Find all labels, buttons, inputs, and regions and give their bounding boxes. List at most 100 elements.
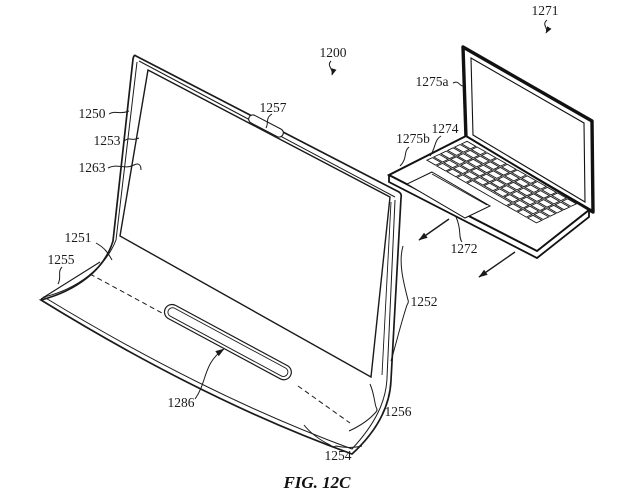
keyboard-key — [456, 153, 473, 162]
keyboard-key — [540, 208, 557, 217]
leader-1275b — [399, 146, 410, 167]
ref-label-1286: 1286 — [168, 395, 195, 410]
keyboard-key — [490, 179, 507, 189]
laptop-trackpad — [405, 171, 492, 219]
keyboard-key — [541, 186, 558, 196]
keyboard-key — [520, 196, 537, 206]
keyboard-key — [551, 192, 568, 202]
keyboard-key — [493, 166, 511, 176]
docking-motion-arrows — [418, 218, 516, 278]
keyboard-key — [453, 143, 470, 153]
imac-hidden-fold-line — [89, 273, 163, 314]
leader-1255 — [57, 266, 63, 285]
keyboard-key — [425, 157, 443, 166]
laptop-screen-inner — [470, 57, 586, 203]
ref-label-1275b: 1275b — [396, 131, 430, 146]
leader-1200 — [328, 60, 337, 76]
keyboard-key — [534, 190, 551, 199]
keyboard-key — [473, 155, 490, 165]
keyboard-key — [435, 162, 453, 172]
keyboard-key — [456, 174, 473, 184]
ref-label-1255: 1255 — [48, 252, 75, 267]
leader-1251 — [95, 242, 113, 261]
ref-label-1275a: 1275a — [416, 74, 449, 89]
keyboard-key — [513, 199, 530, 209]
keyboard-key — [470, 146, 487, 156]
docking-slot-inner — [167, 307, 289, 377]
keyboard-key — [432, 153, 450, 163]
laptop-trackpad-top-line — [431, 173, 488, 206]
leader-1271 — [544, 19, 552, 34]
laptop-keyboard — [425, 140, 578, 224]
keyboard-key — [537, 199, 554, 208]
keyboard-key — [527, 193, 544, 202]
keyboard-key — [516, 208, 533, 218]
keyboard-key — [476, 164, 494, 174]
curved-glass-desktop-device — [38, 54, 403, 455]
keyboard-key — [523, 205, 540, 215]
keyboard-key — [500, 185, 517, 194]
docking-arrow-right — [478, 251, 516, 278]
keyboard-key — [503, 172, 521, 182]
keyboard-key — [439, 150, 456, 160]
keyboard-key — [460, 140, 477, 150]
keyboard-key — [561, 198, 578, 207]
ref-label-1274: 1274 — [432, 121, 459, 136]
keyboard-key — [483, 161, 501, 170]
keyboard-key — [500, 163, 518, 173]
keyboard-key — [547, 204, 564, 214]
leader-1286 — [194, 348, 225, 400]
keyboard-key — [510, 169, 528, 179]
laptop-screen-outer — [461, 45, 595, 214]
leader-1274 — [429, 135, 442, 157]
figure-caption: FIG. 12C — [282, 473, 351, 492]
keyboard-key — [520, 175, 538, 184]
keyboard-key — [469, 167, 487, 177]
ref-label-1263: 1263 — [79, 160, 106, 175]
keyboard-key — [506, 203, 523, 212]
keyboard-key — [510, 190, 527, 200]
keyboard-key — [466, 158, 484, 168]
keyboard-key — [490, 157, 507, 167]
keyboard-key — [483, 182, 500, 192]
keyboard-key — [486, 170, 504, 179]
keyboard-key — [473, 176, 490, 186]
ref-label-1257: 1257 — [260, 100, 287, 115]
camera-bump — [248, 114, 284, 138]
ref-label-1254: 1254 — [325, 448, 352, 463]
ref-label-1251: 1251 — [65, 230, 92, 245]
imac-inner-edge-wrap — [42, 61, 396, 450]
keyboard-key — [452, 165, 470, 175]
keyboard-key — [449, 156, 467, 165]
imac-screen — [119, 68, 391, 379]
keyboard-key — [530, 202, 547, 212]
ref-label-1253: 1253 — [94, 133, 121, 148]
leader-1275a — [452, 81, 464, 87]
keyboard-key — [480, 173, 497, 183]
keyboard-key — [517, 187, 534, 197]
docking-arrow-left — [418, 218, 450, 241]
laptop-device — [386, 45, 595, 260]
leader-1272 — [455, 216, 463, 243]
keyboard-key — [554, 201, 571, 211]
leader-1250 — [108, 110, 130, 115]
brace-1256 — [348, 383, 378, 432]
leader-1263 — [107, 163, 142, 171]
keyboard-key — [507, 181, 524, 191]
ref-label-1200: 1200 — [320, 45, 347, 60]
keyboard-key — [503, 194, 520, 203]
keyboard-key — [493, 188, 510, 198]
ref-label-1256: 1256 — [385, 404, 412, 419]
keyboard-key — [480, 152, 497, 161]
keyboard-key — [514, 178, 531, 188]
keyboard-key — [544, 195, 561, 205]
reference-leader-lines — [57, 19, 552, 448]
brace-1252 — [390, 245, 409, 362]
imac-base-back-edge — [40, 261, 101, 300]
keyboard-key — [446, 168, 463, 178]
keyboard-key — [466, 180, 513, 207]
ref-label-1252: 1252 — [411, 294, 438, 309]
keyboard-key — [526, 214, 543, 224]
